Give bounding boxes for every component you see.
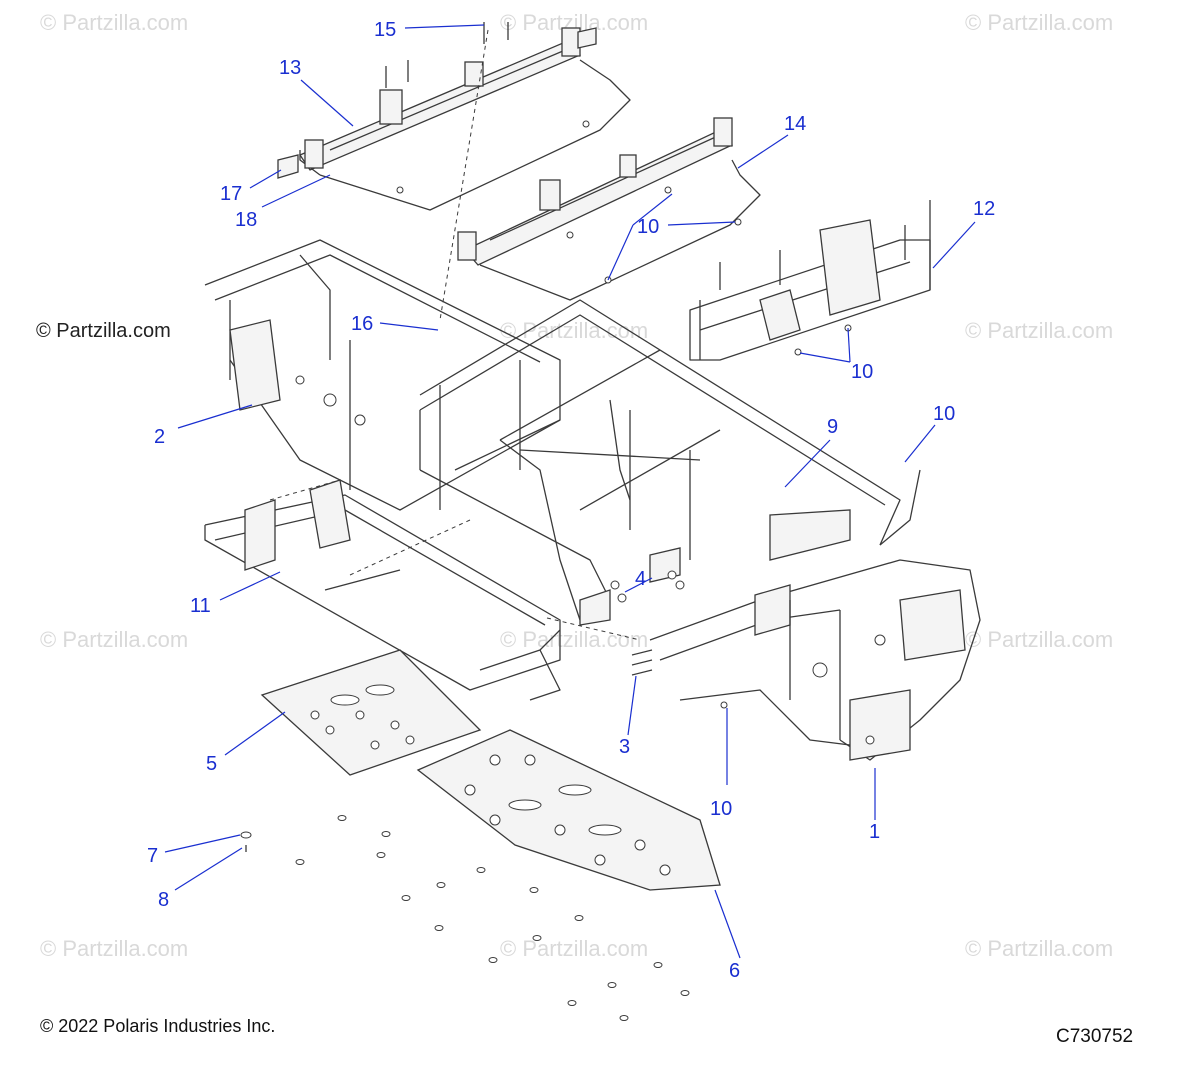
callout-11: 11: [190, 595, 211, 617]
callout-14: 14: [784, 113, 806, 135]
watermark: © Partzilla.com: [40, 627, 188, 652]
watermark: © Partzilla.com: [500, 627, 648, 652]
fasteners-3-4: [610, 570, 728, 709]
callout-4: 4: [635, 568, 646, 590]
callout-15: 15: [374, 19, 396, 41]
callout-5: 5: [206, 753, 217, 775]
callout-13: 13: [279, 57, 301, 79]
copyright-notice: © 2022 Polaris Industries Inc.: [40, 1016, 276, 1036]
watermark: © Partzilla.com: [965, 936, 1113, 961]
watermark: © Partzilla.com: [965, 10, 1113, 35]
parts-7-8-fasteners: [240, 815, 690, 1021]
callout-8: 8: [158, 889, 169, 911]
watermark: © Partzilla.com: [965, 318, 1113, 343]
assembly-line: [439, 29, 489, 321]
callout-10: 10: [933, 403, 955, 425]
callout-6: 6: [729, 960, 740, 982]
callout-17: 17: [220, 183, 242, 205]
brand-label: © Partzilla.com: [36, 320, 171, 342]
callout-labels: 1 2 3 4 5 6 7 8 9 10 10 10 10 11 12 13 1…: [147, 19, 995, 982]
drawing-code: C730752: [1056, 1026, 1134, 1047]
watermark: © Partzilla.com: [40, 936, 188, 961]
part-5-skid-plate-small: [260, 649, 482, 776]
part-1-front-frame: [649, 559, 981, 761]
callout-10: 10: [710, 798, 732, 820]
part-6-skid-plate-large: [416, 729, 721, 891]
callout-9: 9: [827, 416, 838, 438]
callout-18: 18: [235, 209, 257, 231]
callout-3: 3: [619, 736, 630, 758]
part-12-rear-frame: [689, 200, 931, 361]
watermark: © Partzilla.com: [500, 936, 648, 961]
part-13-seat-frame-upper: [277, 22, 631, 211]
callout-7: 7: [147, 845, 158, 867]
part-14-seat-frame-middle: [457, 117, 761, 301]
watermark: © Partzilla.com: [40, 10, 188, 35]
callout-12: 12: [973, 198, 995, 220]
watermark-group: © Partzilla.com © Partzilla.com © Partzi…: [40, 10, 1113, 961]
part-11-floor-frame: [204, 479, 561, 701]
callout-16: 16: [351, 313, 373, 335]
leader-lines: [164, 24, 976, 959]
part-2-center-frame: [204, 239, 561, 511]
callout-2: 2: [154, 426, 165, 448]
callout-1: 1: [869, 821, 880, 843]
watermark: © Partzilla.com: [965, 627, 1113, 652]
callout-10: 10: [851, 361, 873, 383]
watermark: © Partzilla.com: [500, 318, 648, 343]
callout-10: 10: [637, 216, 659, 238]
